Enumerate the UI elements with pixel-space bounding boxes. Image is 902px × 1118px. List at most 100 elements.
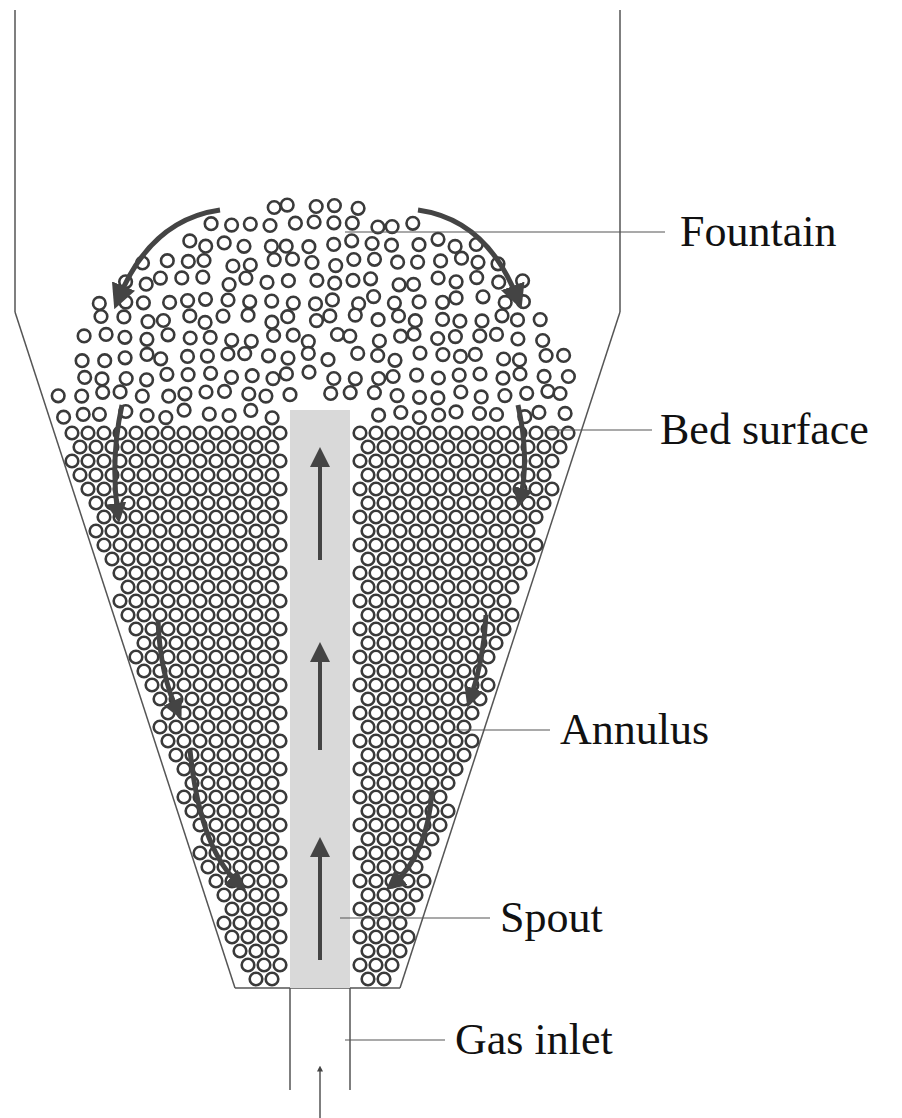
particle <box>345 235 358 248</box>
particle <box>122 553 135 566</box>
particle <box>410 441 423 454</box>
particle <box>162 455 175 468</box>
particle <box>402 707 415 720</box>
particle <box>106 553 119 566</box>
particle <box>274 679 287 692</box>
particle <box>178 567 191 580</box>
particle <box>394 777 407 790</box>
particle <box>466 483 479 496</box>
particle <box>202 637 215 650</box>
particle <box>344 386 357 399</box>
particle <box>442 581 455 594</box>
particle <box>242 483 255 496</box>
particle <box>328 199 341 212</box>
particle <box>449 330 462 343</box>
particle <box>450 292 463 305</box>
particle <box>450 735 463 748</box>
particle <box>458 441 471 454</box>
particle <box>226 427 239 440</box>
particle <box>378 805 391 818</box>
particle <box>362 721 375 734</box>
particle <box>258 959 271 972</box>
particle <box>218 805 231 818</box>
particle <box>410 581 423 594</box>
particle <box>202 609 215 622</box>
particle <box>554 441 567 454</box>
particle <box>394 721 407 734</box>
particle <box>370 931 383 944</box>
particle <box>114 595 127 608</box>
particle <box>466 623 479 636</box>
particle <box>498 483 511 496</box>
particle <box>202 749 215 762</box>
particle <box>242 595 255 608</box>
particle <box>90 469 103 482</box>
particle <box>90 525 103 538</box>
particle <box>370 875 383 888</box>
particle <box>176 272 189 285</box>
particle <box>223 409 236 422</box>
particle <box>266 497 279 510</box>
particle <box>418 483 431 496</box>
particle <box>242 455 255 468</box>
particle <box>434 567 447 580</box>
particle <box>354 763 367 776</box>
particle <box>511 314 524 327</box>
particle <box>210 623 223 636</box>
particle <box>454 315 467 328</box>
particle <box>96 373 109 386</box>
particle <box>242 511 255 524</box>
particle <box>426 693 439 706</box>
particle <box>250 945 263 958</box>
particle <box>458 665 471 678</box>
particle <box>309 298 322 311</box>
particle <box>287 297 300 310</box>
particle <box>402 735 415 748</box>
particle <box>310 314 323 327</box>
particle <box>538 497 551 510</box>
particle <box>450 539 463 552</box>
particle <box>476 315 489 328</box>
particle <box>234 945 247 958</box>
particle <box>418 707 431 720</box>
particle <box>362 637 375 650</box>
particle <box>76 354 89 367</box>
particle <box>402 651 415 664</box>
particle <box>82 455 95 468</box>
particle <box>258 483 271 496</box>
particle <box>328 277 341 290</box>
particle <box>371 349 384 362</box>
particle <box>410 525 423 538</box>
particle <box>242 623 255 636</box>
particle <box>194 455 207 468</box>
particle <box>394 693 407 706</box>
particle <box>250 721 263 734</box>
particle <box>266 412 279 425</box>
particle <box>450 427 463 440</box>
particle <box>442 469 455 482</box>
particle <box>258 455 271 468</box>
particle <box>266 553 279 566</box>
particle <box>562 427 575 440</box>
particle <box>378 945 391 958</box>
particle <box>258 595 271 608</box>
particle <box>210 679 223 692</box>
particle <box>402 483 415 496</box>
particle <box>178 404 191 417</box>
particle <box>266 581 279 594</box>
particle <box>432 272 445 285</box>
particle <box>280 240 293 253</box>
particle <box>130 455 143 468</box>
particle <box>386 791 399 804</box>
particle <box>240 272 253 285</box>
particle <box>66 455 79 468</box>
particle <box>370 735 383 748</box>
particle <box>242 539 255 552</box>
particle <box>490 441 503 454</box>
particle <box>354 595 367 608</box>
particle <box>258 651 271 664</box>
particle <box>258 735 271 748</box>
particle <box>354 819 367 832</box>
particle <box>266 945 279 958</box>
particle <box>170 553 183 566</box>
